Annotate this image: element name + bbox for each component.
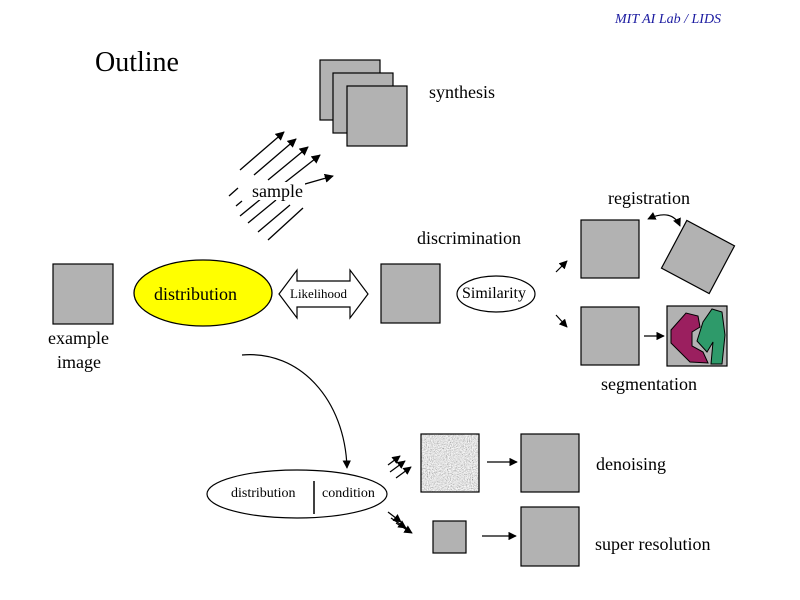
- discrimination-label: discrimination: [417, 228, 521, 248]
- high-res-image-box: [520, 506, 580, 567]
- segmentation-result-box: [666, 305, 728, 367]
- distribution-label: distribution: [154, 284, 238, 304]
- noisy-image-frame: [420, 433, 480, 493]
- condition-label: condition: [322, 486, 375, 501]
- example-image-box: [52, 263, 114, 325]
- slide-title: Outline: [95, 47, 179, 78]
- sample-tail: [267, 207, 304, 241]
- distribution-ellipse: [133, 259, 273, 327]
- similarity-ellipse: [456, 275, 536, 313]
- low-res-image-box: [432, 520, 467, 554]
- segment-region-green: [696, 308, 726, 365]
- example-image-label-line2: image: [57, 352, 101, 372]
- noisy-image-fill: [421, 434, 479, 492]
- example-image-label-line1: example: [48, 328, 109, 348]
- segment-region-purple: [670, 312, 709, 364]
- denoise-arrow: [389, 460, 406, 473]
- sample-arrow: [282, 154, 321, 185]
- sample-tail: [228, 187, 239, 197]
- sample-arrow: [267, 146, 309, 181]
- superres-arrow: [395, 522, 413, 534]
- sample-tail: [257, 204, 291, 233]
- likelihood-double-arrow: [278, 268, 369, 320]
- likelihood-label: Likelihood: [290, 286, 348, 301]
- registration-source-box: [580, 219, 640, 279]
- sample-tail: [239, 197, 263, 217]
- denoising-input-arrows: [387, 455, 412, 479]
- lab-header: MIT AI Lab / LIDS: [615, 12, 722, 27]
- to-segmentation-arrow: [555, 314, 568, 328]
- super-resolution-label: super resolution: [595, 534, 711, 554]
- synthesis-label: synthesis: [429, 82, 496, 102]
- segmentation-source-box: [580, 306, 640, 366]
- sample-tail: [235, 200, 243, 207]
- sample-tail: [247, 199, 277, 224]
- registration-rotated-box: [660, 219, 736, 295]
- sample-arrow: [253, 138, 297, 176]
- conditional-distribution-ellipse: [206, 469, 388, 519]
- sample-arrows-upper: [239, 131, 334, 187]
- synthesis-box-front: [346, 85, 408, 147]
- discrimination-image-box: [380, 263, 441, 324]
- denoise-arrow: [395, 466, 412, 479]
- segmentation-label: segmentation: [601, 374, 697, 394]
- similarity-label: Similarity: [462, 285, 526, 302]
- sample-label: sample: [250, 181, 305, 201]
- sample-arrows-lower: [228, 187, 304, 241]
- sample-arrow: [239, 131, 285, 171]
- noisy-image-box: [420, 433, 480, 493]
- to-registration-arrow: [555, 260, 568, 273]
- denoising-label: denoising: [596, 454, 666, 474]
- registration-label: registration: [608, 188, 690, 208]
- super-resolution-input-arrows: [387, 511, 413, 534]
- denoised-image-box: [520, 433, 580, 493]
- synthesis-image-stack: [319, 59, 408, 147]
- conditional-distribution-label: distribution: [231, 486, 296, 501]
- registration-curved-arrow: [647, 212, 681, 227]
- distribution-to-condition-curve: [241, 354, 351, 469]
- denoise-arrow: [387, 455, 401, 466]
